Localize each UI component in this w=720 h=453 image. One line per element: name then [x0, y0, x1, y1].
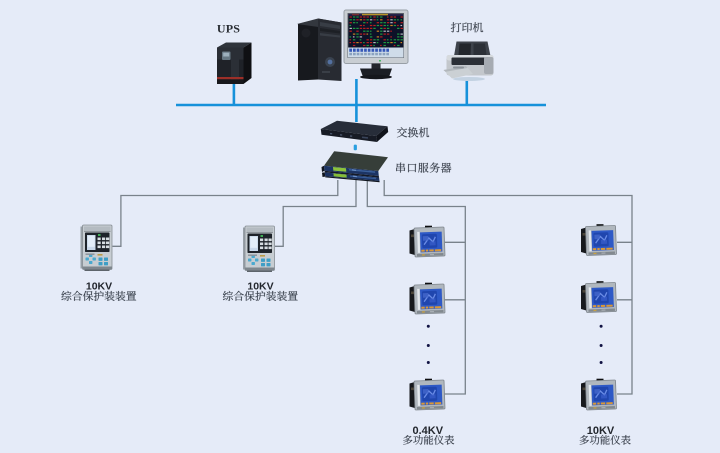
svg-text:10KV: 10KV: [587, 425, 615, 437]
svg-text:UPS: UPS: [217, 22, 240, 36]
svg-text:10KV: 10KV: [247, 281, 273, 293]
svg-text:10KV: 10KV: [86, 281, 112, 293]
svg-text:0.4KV: 0.4KV: [413, 425, 444, 437]
